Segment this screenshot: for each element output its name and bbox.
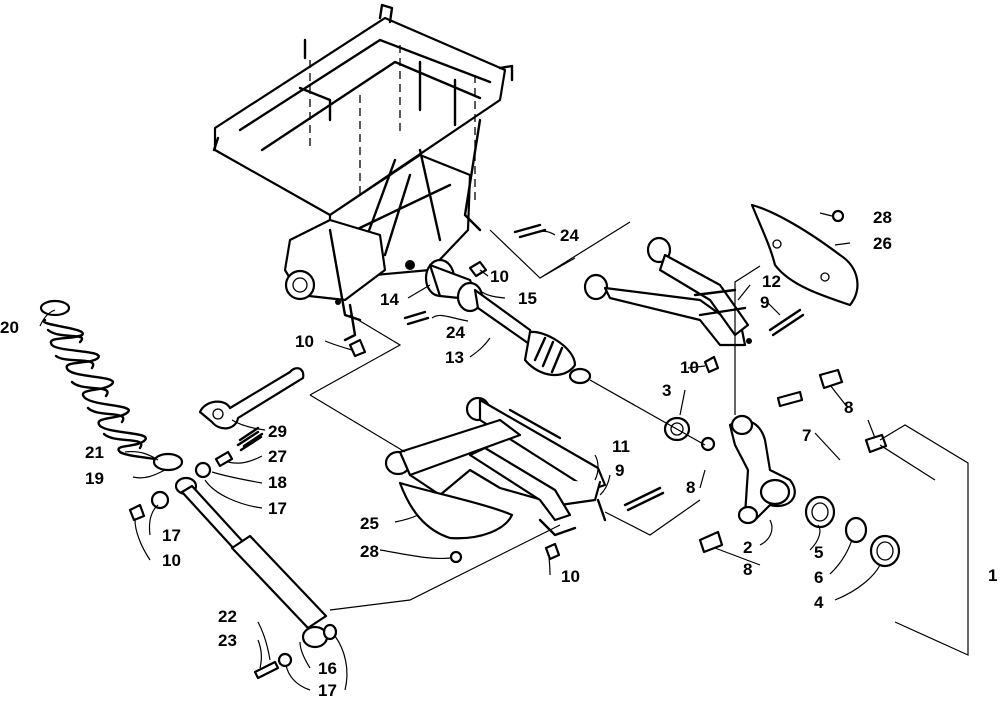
callout-8-left: 8 xyxy=(686,478,695,497)
callout-27: 27 xyxy=(268,447,287,466)
callout-labels: 1 2 3 4 5 6 7 8 8 8 9 9 10 10 10 10 10 1… xyxy=(0,208,997,700)
callout-11: 11 xyxy=(612,437,630,456)
callout-10-upper-arm: 10 xyxy=(680,358,699,377)
callout-25: 25 xyxy=(360,514,379,533)
callout-9-upper: 9 xyxy=(760,293,769,312)
spanner-wrench xyxy=(198,367,305,430)
callout-18: 18 xyxy=(268,473,287,492)
callout-28-upper: 28 xyxy=(873,208,892,227)
callout-12: 12 xyxy=(762,272,781,291)
callout-29: 29 xyxy=(268,422,287,441)
callout-21: 21 xyxy=(85,443,104,462)
callout-1: 1 xyxy=(988,566,997,585)
callout-17-upper: 17 xyxy=(268,499,287,518)
callout-6: 6 xyxy=(814,568,823,587)
callout-24-lower: 24 xyxy=(446,323,465,342)
callout-15: 15 xyxy=(518,289,537,308)
callout-16: 16 xyxy=(318,659,337,678)
callout-28-lower: 28 xyxy=(360,542,379,561)
callout-10-lower-arm: 10 xyxy=(561,567,580,586)
callout-19: 19 xyxy=(85,469,104,488)
callout-4: 4 xyxy=(814,593,824,612)
lower-a-arm xyxy=(384,396,607,537)
frame-assembly xyxy=(212,3,514,342)
callout-24-upper: 24 xyxy=(560,226,579,245)
callout-3: 3 xyxy=(662,381,671,400)
upper-a-arm xyxy=(583,236,752,347)
callout-9-lower: 9 xyxy=(615,461,624,480)
shock-absorber xyxy=(150,426,338,680)
leader-lines xyxy=(39,212,881,691)
callout-10-frame: 10 xyxy=(295,332,314,351)
callout-17-bottom: 17 xyxy=(318,681,337,700)
callout-20: 20 xyxy=(0,318,19,337)
callout-10-shaft: 10 xyxy=(490,267,509,286)
knuckle xyxy=(728,414,796,525)
callout-2: 2 xyxy=(743,538,752,557)
callout-26: 26 xyxy=(873,234,892,253)
half-shaft xyxy=(424,258,592,385)
reference-lines xyxy=(309,221,969,656)
callout-23: 23 xyxy=(218,631,237,650)
coil-spring xyxy=(39,299,184,472)
callout-13: 13 xyxy=(445,348,464,367)
bearings-and-seals xyxy=(663,368,901,568)
callout-10-shock: 10 xyxy=(162,551,181,570)
callout-7: 7 xyxy=(802,426,811,445)
callout-17-left: 17 xyxy=(162,526,181,545)
callout-5: 5 xyxy=(814,543,823,562)
callout-14: 14 xyxy=(380,290,399,309)
splash-shield xyxy=(750,203,859,307)
callout-22: 22 xyxy=(218,607,237,626)
callout-8-right: 8 xyxy=(844,398,853,417)
callout-8-bottom: 8 xyxy=(743,560,752,579)
skid-plate xyxy=(398,481,514,564)
